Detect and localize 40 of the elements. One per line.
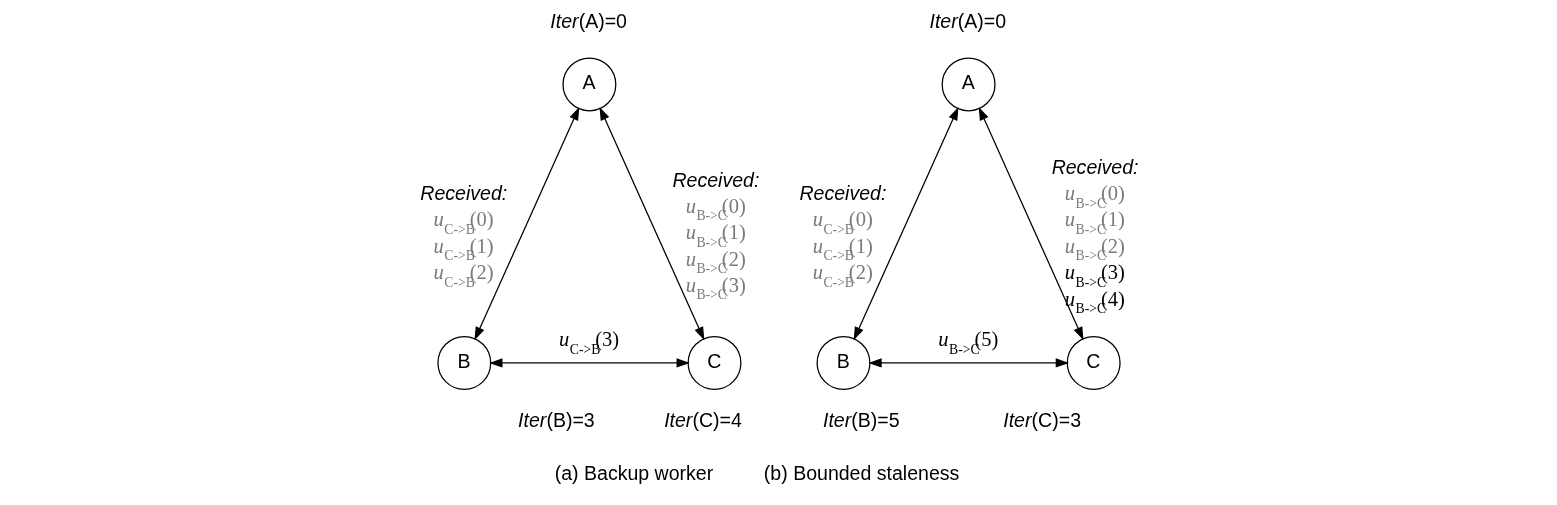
node-label: u$_{C->B}$(0) xyxy=(812,208,873,237)
node-circle: B xyxy=(436,335,491,390)
node-label: u$_{C->B}$(1) xyxy=(812,234,873,264)
node-label: Iter(B)=3 xyxy=(517,409,595,432)
node-circle: B xyxy=(815,335,870,390)
node-label: Received: xyxy=(799,182,886,205)
arrow xyxy=(474,106,579,341)
arrow xyxy=(853,106,958,341)
node-label: u$_{C->B}$(2) xyxy=(433,261,494,290)
node-label: u$_{C->B}$(2) xyxy=(812,261,873,290)
node-label: u$_{B->C}$(0) xyxy=(685,194,746,224)
node-circle: A xyxy=(941,57,996,112)
node-label: Iter(B)=5 xyxy=(822,409,900,432)
node-circle: A xyxy=(561,57,616,112)
node-label: u$_{B->C}$(0) xyxy=(1064,182,1125,211)
node-circle: C xyxy=(687,335,742,390)
node-label: u$_{B->C}$(2) xyxy=(685,247,746,276)
node-circle: C xyxy=(1066,335,1121,390)
arrow xyxy=(599,106,704,341)
edge-label: u$_{C->B}$(3) xyxy=(558,328,619,357)
node-label: Iter(C)=4 xyxy=(663,409,742,432)
node-label: Iter(A)=0 xyxy=(929,9,1006,32)
node-label: Received: xyxy=(671,168,759,191)
label: (a) Backup worker xyxy=(554,462,713,485)
arrow xyxy=(867,358,1069,368)
node-label: Iter(A)=0 xyxy=(549,9,627,32)
node-label: u$_{B->C}$(3) xyxy=(685,273,746,303)
edge-label: u$_{B->C}$(5) xyxy=(937,328,998,357)
node-label: u$_{B->C}$(2) xyxy=(1064,234,1125,264)
node-label: Iter(C)=3 xyxy=(1002,409,1081,432)
arrow xyxy=(488,358,690,368)
arrow xyxy=(978,106,1083,341)
node-label: u$_{B->C}$(3) xyxy=(1064,261,1125,290)
node-label: u$_{C->B}$(1) xyxy=(433,234,494,264)
node-label: u$_{B->C}$(1) xyxy=(685,221,746,250)
node-label: u$_{B->C}$(1) xyxy=(1064,208,1125,237)
node-label: Received: xyxy=(1051,155,1139,178)
label: (b) Bounded staleness xyxy=(763,462,959,485)
node-label: u$_{C->B}$(0) xyxy=(433,208,494,237)
node-label: Received: xyxy=(419,182,507,205)
